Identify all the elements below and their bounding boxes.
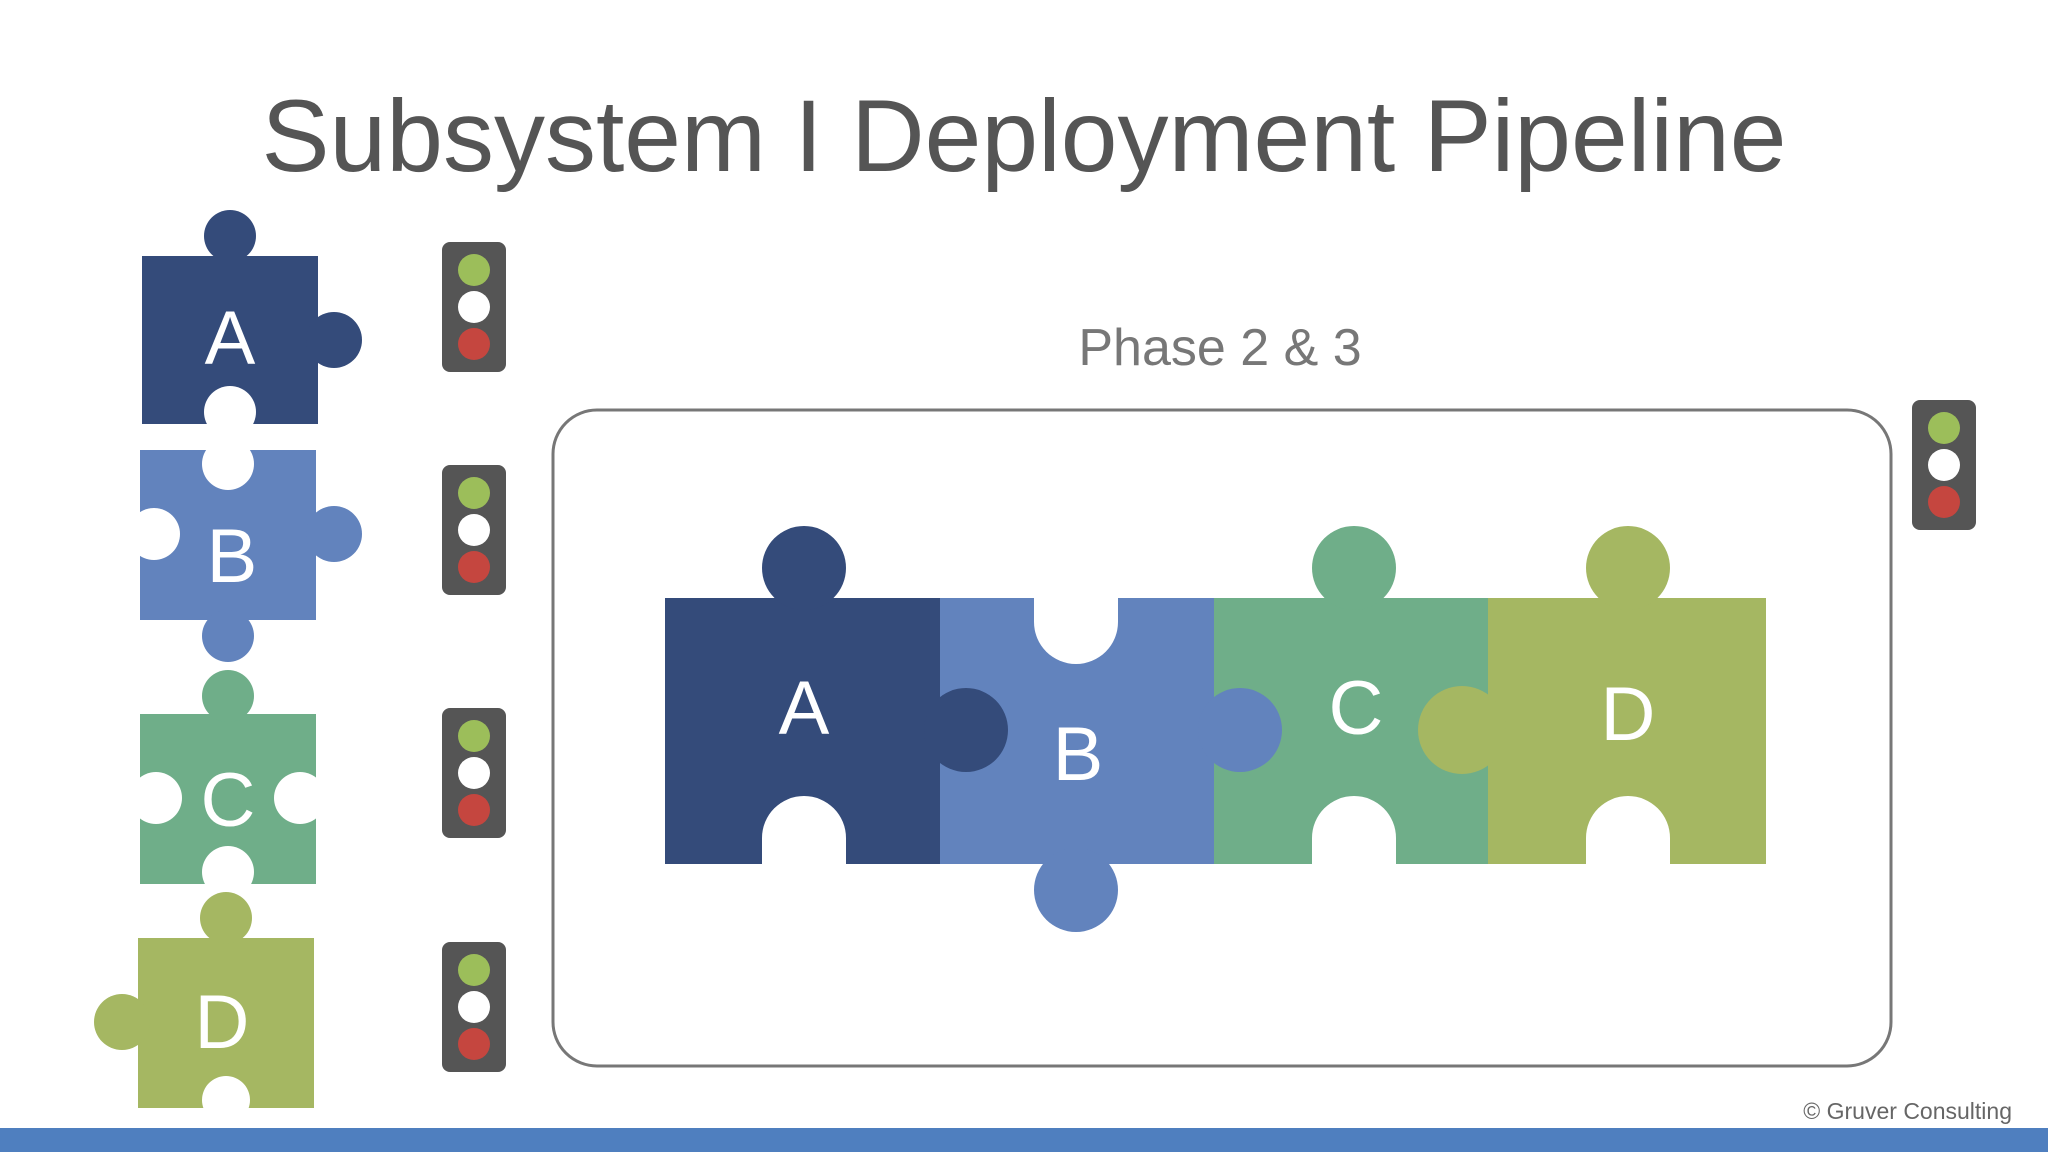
traffic-light-icon <box>1912 400 1976 530</box>
bottom-bar <box>0 1128 2048 1152</box>
assembled-piece-a-label: A <box>779 666 830 751</box>
copyright-text: © Gruver Consulting <box>1803 1098 2012 1124</box>
traffic-light-icon <box>442 708 506 838</box>
left-piece-b-label: B <box>207 514 258 599</box>
left-piece-c-label: C <box>201 758 256 843</box>
left-piece-c: C <box>130 670 326 898</box>
traffic-light-icon <box>442 465 506 595</box>
assembled-piece-b-label: B <box>1053 712 1104 797</box>
left-piece-a-label: A <box>205 296 256 381</box>
assembled-piece-d-label: D <box>1601 672 1656 757</box>
assembled-pieces: A B C D <box>665 526 1766 932</box>
assembled-piece-c-label: C <box>1329 666 1384 751</box>
left-piece-a: A <box>142 210 362 438</box>
phase-frame <box>551 408 1893 1068</box>
phase-label: Phase 2 & 3 <box>1078 319 1362 377</box>
traffic-light-icon <box>442 242 506 372</box>
left-piece-d: D <box>94 892 314 1124</box>
left-piece-d-label: D <box>195 980 250 1065</box>
traffic-light-icon <box>442 942 506 1072</box>
page-title: Subsystem I Deployment Pipeline <box>261 79 1787 193</box>
left-piece-b: B <box>128 438 362 662</box>
